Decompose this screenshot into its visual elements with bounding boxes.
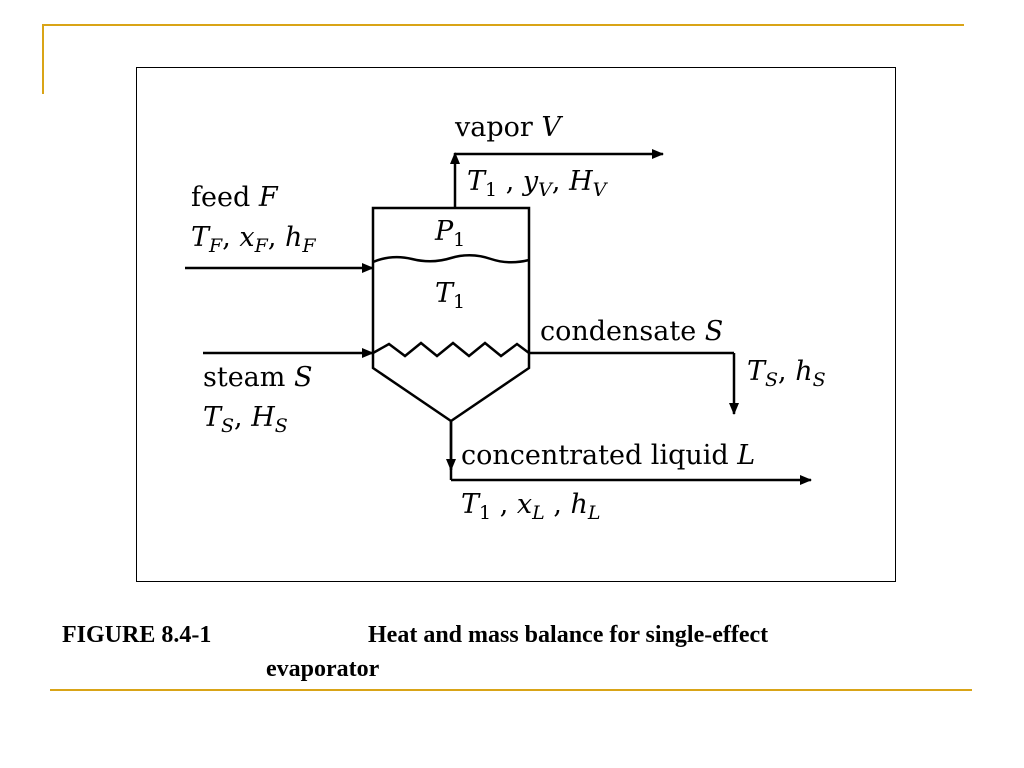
vapor-stream <box>450 149 664 208</box>
caption-text-line1: Heat and mass balance for single-effect <box>368 622 769 648</box>
concentrated-liquid-properties: T1 , xL , hL <box>461 489 601 524</box>
liquid-temperature: T1 <box>435 278 465 313</box>
evaporator-figure: vapor V T1 , yV, HV feed F TF, xF, hF P1… <box>136 67 896 582</box>
liquid-surface <box>372 254 530 264</box>
vapor-label: vapor V <box>454 112 563 143</box>
accent-line-top <box>42 24 964 26</box>
vapor-properties: T1 , yV, HV <box>467 166 609 201</box>
caption-text-line2: evaporator <box>266 656 380 682</box>
figure-number: FIGURE 8.4-1 <box>62 622 212 648</box>
accent-line-left <box>42 24 44 94</box>
accent-line-bottom <box>50 689 972 691</box>
steam-label: steam S <box>203 362 312 393</box>
concentrated-liquid-label: concentrated liquid L <box>461 440 755 471</box>
feed-label: feed F <box>191 182 279 213</box>
steam-properties: TS, HS <box>203 402 288 437</box>
vapor-space-pressure: P1 <box>434 216 465 251</box>
condensate-label: condensate S <box>540 316 723 347</box>
condensate-stream <box>529 351 739 415</box>
steam-chest-coil <box>372 341 530 358</box>
condensate-properties: TS, hS <box>747 356 826 391</box>
evaporator-vessel <box>371 206 531 423</box>
concentrated-liquid-stream <box>446 421 812 485</box>
feed-properties: TF, xF, hF <box>191 222 316 257</box>
evaporator-diagram: vapor V T1 , yV, HV feed F TF, xF, hF P1… <box>185 112 826 524</box>
figure-caption: FIGURE 8.4-1 Heat and mass balance for si… <box>62 618 942 686</box>
